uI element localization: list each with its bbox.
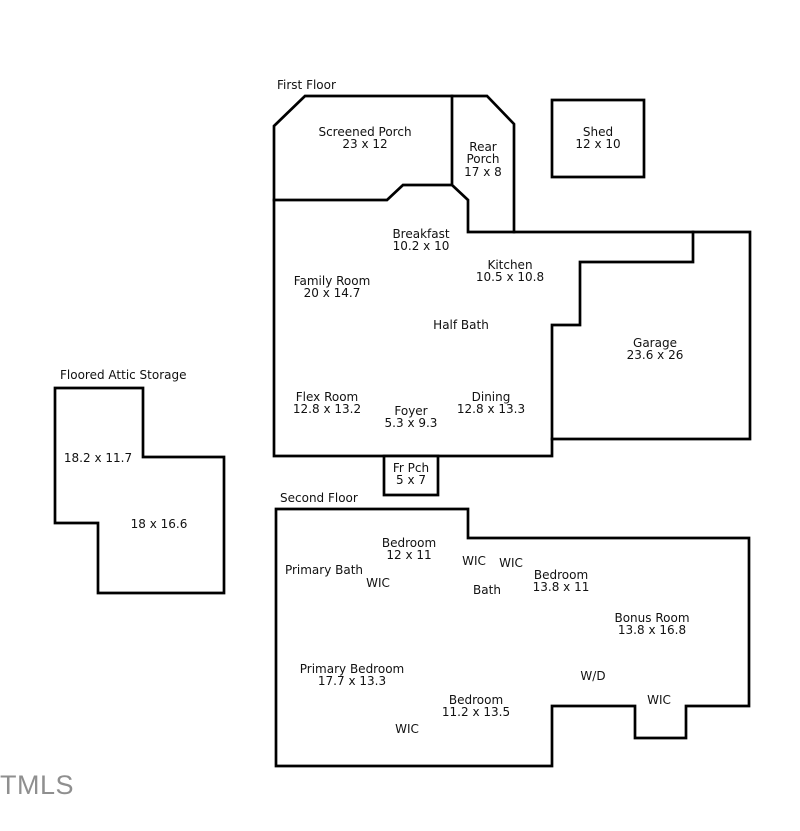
- room-dims: 10.2 x 10: [392, 239, 450, 254]
- room-name: Bonus Room: [614, 611, 690, 625]
- room-name: Foyer: [394, 404, 428, 418]
- room-label-wic-hall-2: WIC: [499, 556, 523, 570]
- room-dims: 5 x 7: [396, 473, 426, 488]
- room-dims: 13.8 x 11: [532, 580, 590, 595]
- watermark: TMLS: [0, 770, 75, 800]
- room-name: Dining: [471, 390, 511, 404]
- room-label-primary-bath: Primary Bath: [284, 563, 364, 577]
- room-name: Primary Bedroom: [299, 662, 405, 676]
- shed-outline: [550, 98, 646, 179]
- room-name: Family Room: [293, 274, 371, 288]
- room-dims: 12.8 x 13.2: [292, 402, 362, 417]
- second-floor-title: Second Floor: [280, 491, 358, 505]
- room-name: WIC: [395, 722, 419, 736]
- room-name: Bath: [473, 583, 501, 597]
- second-floor-outline: [274, 507, 751, 768]
- room-name: Kitchen: [487, 258, 533, 272]
- room-name: WIC: [462, 554, 486, 568]
- room-label-bedroom-b: Bedroom 13.8 x 11: [533, 569, 590, 594]
- room-label-flex-room: Flex Room 12.8 x 13.2: [293, 391, 361, 416]
- room-label-bedroom-a: Bedroom 12 x 11: [382, 537, 436, 562]
- room-name: Breakfast: [392, 227, 450, 241]
- room-name: WIC: [499, 556, 523, 570]
- room-name: Rear Porch: [466, 140, 500, 167]
- room-label-rear-porch: Rear Porch 17 x 8: [459, 141, 507, 178]
- first-floor-interior-walls: [272, 94, 695, 441]
- room-label-wic-primary-bath: WIC: [366, 576, 390, 590]
- room-dims: 18 x 16.6: [130, 517, 188, 531]
- room-label-bath: Bath: [473, 583, 501, 597]
- room-dims: 10.5 x 10.8: [475, 270, 545, 285]
- room-name: Garage: [633, 336, 677, 350]
- room-name: Screened Porch: [318, 125, 412, 139]
- room-dims: 11.2 x 13.5: [441, 705, 511, 720]
- room-name: Bedroom: [533, 568, 589, 582]
- room-dims: 20 x 14.7: [303, 286, 361, 301]
- room-name: Primary Bath: [284, 563, 364, 577]
- room-name: Bedroom: [381, 536, 437, 550]
- room-label-laundry: W/D: [580, 669, 606, 683]
- room-dims: 13.8 x 16.8: [617, 623, 687, 638]
- attic-title: Floored Attic Storage: [60, 368, 187, 382]
- room-label-screened-porch: Screened Porch 23 x 12: [318, 126, 411, 151]
- attic-outline: [53, 386, 226, 595]
- room-dims: 12.8 x 13.3: [456, 402, 526, 417]
- room-label-wic-primary-bedroom: WIC: [395, 722, 419, 736]
- room-label-wic-hall-1: WIC: [462, 554, 486, 568]
- first-floor-outline: [272, 94, 752, 458]
- attic-upper-dims: 18.2 x 11.7: [63, 451, 133, 465]
- first-floor-title: First Floor: [277, 78, 336, 92]
- room-dims: 23.6 x 26: [626, 348, 684, 363]
- room-dims: 23 x 12: [342, 137, 388, 152]
- room-name: W/D: [580, 669, 606, 683]
- room-label-foyer: Foyer 5.3 x 9.3: [385, 405, 438, 430]
- room-label-family-room: Family Room 20 x 14.7: [294, 275, 371, 300]
- room-label-bedroom-c: Bedroom 11.2 x 13.5: [442, 694, 510, 719]
- room-name: Flex Room: [295, 390, 359, 404]
- room-label-front-porch: Fr Pch 5 x 7: [393, 462, 429, 487]
- room-name: Bedroom: [448, 693, 504, 707]
- front-porch-outline: [382, 454, 440, 497]
- room-label-half-bath: Half Bath: [433, 318, 489, 332]
- attic-lower-dims: 18 x 16.6: [130, 517, 188, 531]
- room-dims: 18.2 x 11.7: [63, 451, 133, 465]
- room-dims: 5.3 x 9.3: [384, 416, 438, 431]
- room-label-breakfast: Breakfast 10.2 x 10: [392, 228, 449, 253]
- room-label-garage: Garage 23.6 x 26: [627, 337, 684, 362]
- room-label-dining: Dining 12.8 x 13.3: [457, 391, 525, 416]
- room-label-primary-bedroom: Primary Bedroom 17.7 x 13.3: [300, 663, 404, 688]
- room-label-wic-bonus: WIC: [647, 693, 671, 707]
- room-name: Fr Pch: [392, 461, 430, 475]
- room-name: WIC: [366, 576, 390, 590]
- room-dims: 17.7 x 13.3: [317, 674, 387, 689]
- room-dims: 17 x 8: [464, 164, 502, 179]
- room-label-kitchen: Kitchen 10.5 x 10.8: [476, 259, 544, 284]
- room-name: Shed: [582, 125, 614, 139]
- room-name: WIC: [647, 693, 671, 707]
- room-label-bonus-room: Bonus Room 13.8 x 16.8: [614, 612, 689, 637]
- room-dims: 12 x 11: [386, 548, 432, 563]
- room-label-shed: Shed 12 x 10: [575, 126, 620, 151]
- room-dims: 12 x 10: [575, 137, 621, 152]
- room-name: Half Bath: [433, 318, 489, 332]
